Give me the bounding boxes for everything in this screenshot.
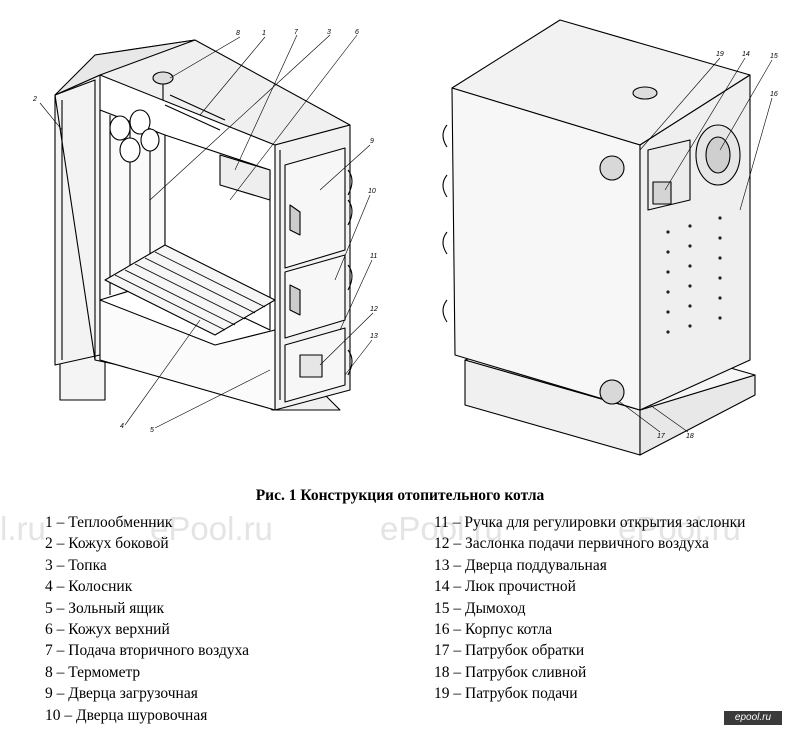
legend-item: 12 – Заслонка подачи первичного воздуха [434,535,709,553]
callout-3: 3 [327,29,331,36]
legend-item: 13 – Дверца поддувальная [434,556,607,574]
callout-6: 6 [355,29,359,36]
site-logo: epool.ru [724,711,782,725]
callout-9: 9 [370,138,374,145]
callout-1: 1 [262,30,266,37]
callout-10: 10 [368,188,376,195]
legend-item: 11 – Ручка для регулировки открытия засл… [434,514,746,531]
legend-item: 2 – Кожух боковой [45,535,169,553]
cutaway-boiler [39,34,374,429]
callout-18: 18 [686,433,694,440]
closed-boiler [442,19,773,456]
callout-13: 13 [370,333,378,340]
callout-4: 4 [120,423,124,430]
callout-5: 5 [150,427,154,434]
legend-item: 1 – Теплообменник [45,514,173,531]
callout-labels-left: 1 2 3 4 5 6 7 8 9 10 11 12 13 [32,29,378,434]
watermark-1: l.ru [0,510,46,547]
callout-8: 8 [236,30,240,37]
legend-item: 14 – Люк прочистной [434,578,576,596]
callout-19: 19 [716,51,724,58]
legend-item: 9 – Дверца загрузочная [45,685,198,703]
legend-item: 18 – Патрубок сливной [434,663,587,681]
legend-item: 7 – Подача вторичного воздуха [45,642,250,660]
legend-right-column: 11 – Ручка для регулировки открытия засл… [434,512,776,705]
legend-item: 3 – Топка [45,556,107,574]
legend-item: 15 – Дымоход [434,599,526,617]
boiler-drawing: 1 2 3 4 5 6 7 8 9 10 11 12 13 14 15 16 1… [32,19,778,456]
legend-item: 4 – Колосник [45,578,133,596]
callout-15: 15 [770,53,778,60]
callout-16: 16 [770,91,778,98]
legend-item: 16 – Корпус котла [434,621,553,639]
legend-item: 17 – Патрубок обратки [434,642,585,660]
callout-14: 14 [742,51,750,58]
callout-17: 17 [657,433,666,440]
callout-12: 12 [370,306,378,313]
legend-item: 6 – Кожух верхний [45,621,170,639]
legend-left-column: 1 – Теплообменник 2 – Кожух боковой 3 – … [45,512,405,726]
legend-item: 8 – Термометр [45,663,141,681]
callout-11: 11 [370,253,377,260]
legend-item: 19 – Патрубок подачи [434,685,578,703]
callout-7: 7 [294,29,299,36]
callout-2: 2 [32,96,37,103]
legend-item: 5 – Зольный ящик [45,599,165,617]
legend-item: 10 – Дверца шуровочная [45,706,208,724]
callout-labels-right: 14 15 16 17 18 19 [657,51,778,440]
figure-caption: Рис. 1 Конструкция отопительного котла [255,487,545,504]
